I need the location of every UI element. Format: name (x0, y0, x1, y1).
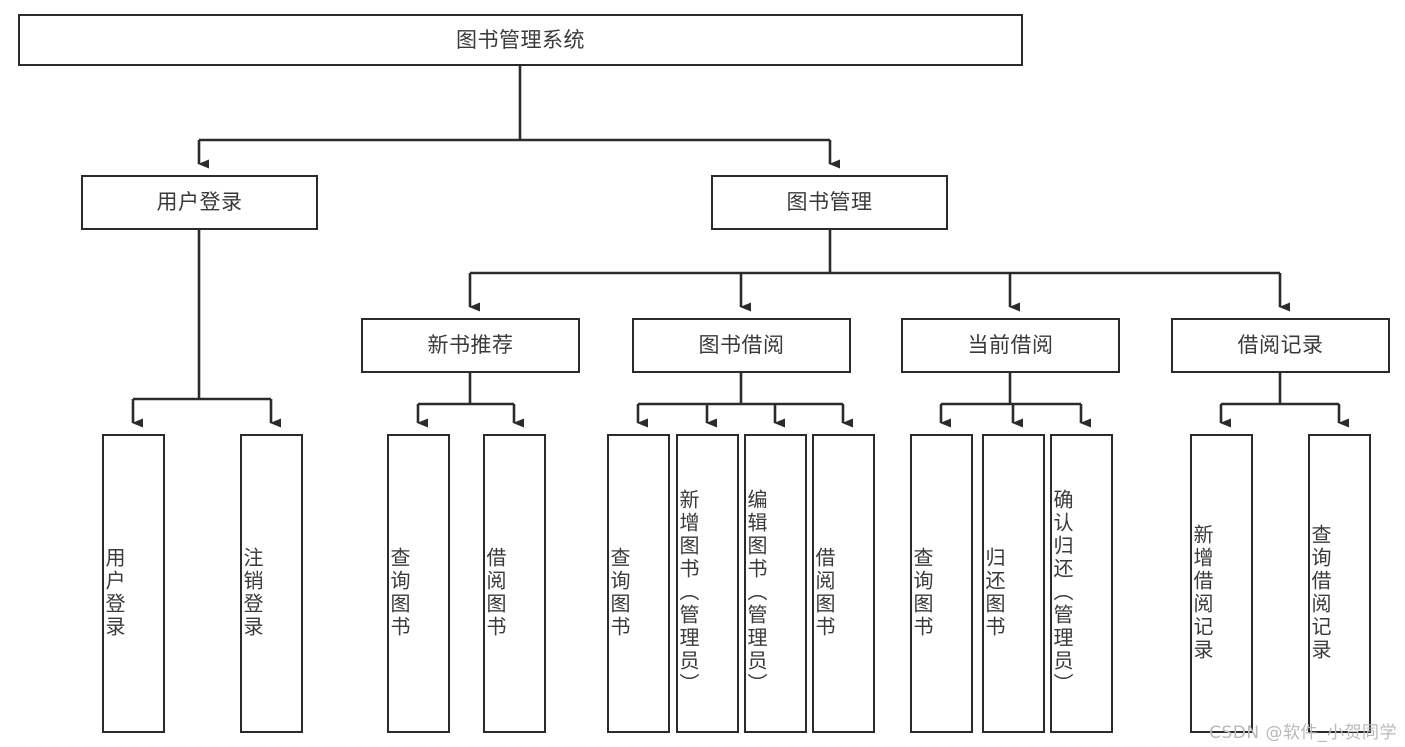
node-leaf-add-record[interactable]: 新增借阅记录 (1190, 434, 1253, 733)
node-label: 新增借阅记录 (1190, 523, 1214, 662)
node-label: 新增图书（管理员） (676, 489, 700, 696)
node-label: 借阅记录 (1237, 333, 1324, 358)
node-label: 图书管理 (786, 190, 873, 215)
csdn-watermark: CSDN @软件_小贺同学 (1209, 723, 1397, 743)
node-label: 编辑图书（管理员） (744, 489, 768, 696)
node-leaf-query-book-1[interactable]: 查询图书 (387, 434, 450, 733)
node-root-system[interactable]: 图书管理系统 (18, 14, 1023, 66)
node-label: 借阅图书 (483, 546, 507, 639)
node-borrow-record[interactable]: 借阅记录 (1171, 318, 1390, 373)
node-current-borrow[interactable]: 当前借阅 (901, 318, 1120, 373)
node-leaf-borrow-book-1[interactable]: 借阅图书 (483, 434, 546, 733)
node-leaf-confirm-return[interactable]: 确认归还（管理员） (1050, 434, 1113, 733)
node-leaf-add-book[interactable]: 新增图书（管理员） (676, 434, 739, 733)
node-user-login[interactable]: 用户登录 (81, 175, 318, 230)
node-leaf-query-record[interactable]: 查询借阅记录 (1308, 434, 1371, 733)
node-label: 查询图书 (607, 546, 631, 639)
node-leaf-edit-book[interactable]: 编辑图书（管理员） (744, 434, 807, 733)
node-label: 当前借阅 (967, 333, 1054, 358)
node-leaf-return-book[interactable]: 归还图书 (982, 434, 1045, 733)
node-label: 确认归还（管理员） (1050, 489, 1074, 696)
node-label: 查询图书 (910, 546, 934, 639)
node-label: 新书推荐 (427, 333, 514, 358)
node-leaf-user-login[interactable]: 用户登录 (102, 434, 165, 733)
node-book-borrow[interactable]: 图书借阅 (632, 318, 851, 373)
node-label: 借阅图书 (812, 546, 836, 639)
node-leaf-query-book-2[interactable]: 查询图书 (607, 434, 670, 733)
node-book-manage[interactable]: 图书管理 (711, 175, 948, 230)
node-label: 注销登录 (240, 546, 264, 639)
node-label: 查询图书 (387, 546, 411, 639)
node-new-book-rec[interactable]: 新书推荐 (361, 318, 580, 373)
node-label: 归还图书 (982, 546, 1006, 639)
node-label: 用户登录 (102, 546, 126, 639)
node-leaf-user-logout[interactable]: 注销登录 (240, 434, 303, 733)
node-label: 图书管理系统 (456, 27, 585, 52)
node-label: 查询借阅记录 (1308, 523, 1332, 662)
node-label: 用户登录 (156, 190, 243, 215)
node-label: 图书借阅 (698, 333, 785, 358)
node-leaf-query-book-3[interactable]: 查询图书 (910, 434, 973, 733)
node-leaf-borrow-book-2[interactable]: 借阅图书 (812, 434, 875, 733)
